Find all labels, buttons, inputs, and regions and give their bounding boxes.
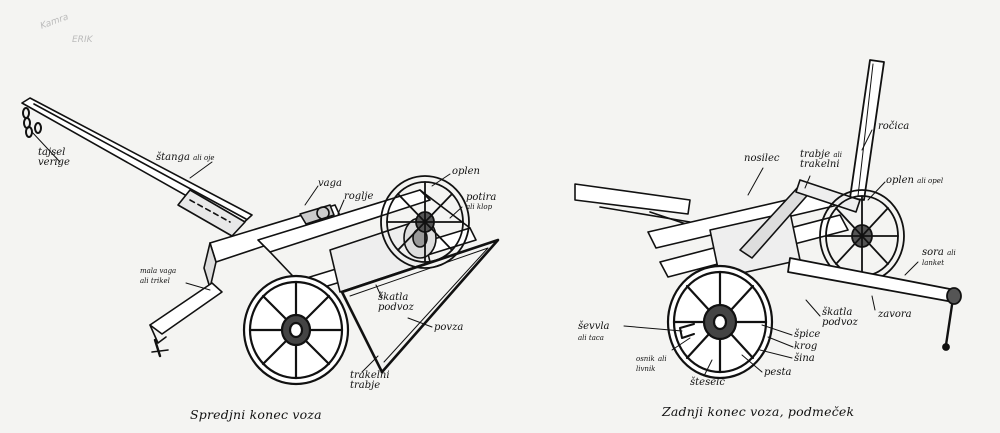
label-osnik: osnik ali (636, 355, 667, 363)
label-trakelni-rear: trakelni (800, 159, 840, 170)
label-oplen-front: oplen (452, 166, 480, 177)
label-podvoz-rear: podvoz (822, 317, 858, 328)
rear-front-wheel (666, 264, 774, 380)
label-vaga: vaga (318, 178, 342, 189)
caption-front: Spredjni konec voza (190, 407, 322, 422)
rear-axle (787, 257, 962, 351)
front-leader-lines (31, 131, 463, 373)
label-zavora: zavora (878, 309, 912, 320)
label-trabje-front: trabje (350, 380, 381, 391)
label-svevla-small: ali taca (578, 334, 604, 342)
label-livnik: livnik (636, 365, 656, 373)
label-sora: sora ali (922, 247, 956, 258)
rear-carriage-drawing (574, 59, 962, 380)
label-trakelni-front: trakelni (350, 370, 390, 381)
label-skatla-rear: škatla (822, 307, 853, 318)
label-potira-small: ali klop (466, 203, 493, 211)
label-roglje: roglje (344, 191, 374, 202)
front-frame (257, 189, 477, 293)
rear-leader-lines (623, 129, 919, 377)
rear-frame (647, 179, 861, 279)
rear-reach-pole (574, 183, 693, 227)
watermark-text-bottom: ERIK (72, 35, 93, 45)
label-nosilec: nosilec (744, 153, 780, 164)
front-carriage-drawing (21, 97, 500, 386)
label-ali-trikel: ali trikel (140, 277, 170, 285)
front-povza (340, 238, 500, 374)
label-verige: verige (38, 157, 70, 168)
rear-back-wheel (819, 189, 905, 283)
label-povza: povza (434, 322, 464, 333)
label-stanga: štanga ali oje (156, 152, 215, 163)
label-lanket: lanket (922, 259, 945, 267)
label-svevla: ševvla (578, 321, 610, 332)
label-skatla-front: škatla (378, 292, 409, 303)
label-trabje-rear: trabje ali (800, 149, 843, 160)
label-krog: krog (794, 341, 818, 352)
label-sina: šina (794, 353, 815, 364)
label-rocica: ročica (878, 121, 910, 132)
front-front-wheel (242, 274, 350, 386)
front-small-vaga (149, 282, 223, 358)
rear-brake-lever (849, 59, 885, 201)
label-potira: potira (466, 192, 497, 203)
label-oplen-rear: oplen ali opel (886, 175, 944, 186)
label-spice: špice (794, 329, 821, 340)
caption-rear: Zadnji konec voza, podmeček (662, 404, 855, 419)
watermark-logo: Kamra ERIK (10, 3, 120, 61)
label-stesele: šteselc (690, 377, 725, 388)
label-mala-vaga: mala vaga (140, 267, 177, 275)
label-podvoz-front: podvoz (378, 302, 414, 313)
label-tajsel: tajsel (38, 147, 66, 158)
label-pesta: pesta (764, 367, 792, 378)
front-back-wheel (380, 175, 470, 269)
rear-hub-pin (679, 323, 695, 339)
watermark-text-top: Kamra (39, 12, 70, 32)
